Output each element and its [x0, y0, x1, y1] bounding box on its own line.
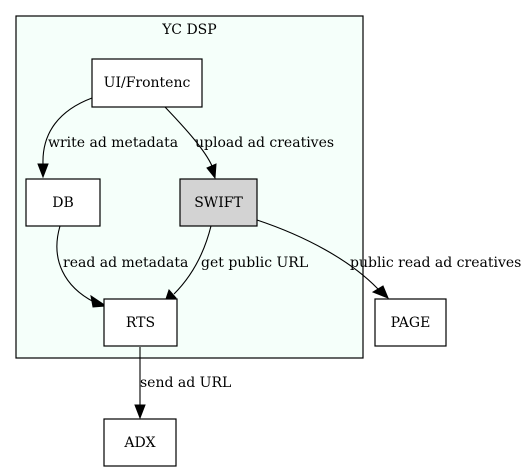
node-label-page: PAGE	[391, 315, 431, 331]
node-label-swift: SWIFT	[194, 195, 243, 211]
arrowhead-ui-db	[37, 163, 49, 179]
arrowhead-db-rts	[90, 294, 108, 308]
edge-label-send-ad-url: send ad URL	[140, 375, 231, 391]
node-db: DB	[25, 178, 101, 227]
cluster-label: YC DSP	[161, 22, 216, 38]
node-label-rts: RTS	[126, 315, 155, 331]
node-label-ui-frontend: UI/Frontenc	[104, 75, 191, 91]
arrowhead-rts-adx	[134, 404, 146, 420]
node-page: PAGE	[374, 298, 447, 347]
arrowhead-swift-page	[371, 285, 389, 299]
edge-line-ui-db	[42, 97, 93, 165]
edges: write ad metadata upload ad creatives re…	[37, 97, 521, 420]
node-box-adx	[103, 418, 177, 467]
node-box-swift	[179, 178, 258, 227]
edge-label-get-public-url: get public URL	[201, 255, 308, 271]
edge-swift-to-page: public read ad creatives	[256, 219, 521, 299]
arrowhead-ui-swift	[206, 163, 217, 180]
edge-label-read-ad-metadata: read ad metadata	[63, 255, 188, 271]
edge-ui-to-db: write ad metadata	[37, 97, 178, 179]
node-rts: RTS	[103, 298, 178, 347]
node-box-rts	[103, 298, 178, 347]
edge-label-public-read-ad-creatives: public read ad creatives	[350, 255, 521, 271]
node-ui-frontend: UI/Frontenc	[91, 58, 203, 108]
node-box-page	[374, 298, 447, 347]
edge-db-to-rts: read ad metadata	[56, 225, 188, 308]
edge-rts-to-adx: send ad URL	[134, 347, 231, 420]
edge-label-upload-ad-creatives: upload ad creatives	[195, 135, 334, 151]
edge-line-ui-swift	[164, 106, 213, 167]
edge-label-write-ad-metadata: write ad metadata	[48, 135, 178, 151]
node-label-adx: ADX	[123, 435, 155, 451]
node-box-db	[25, 178, 101, 227]
node-swift: SWIFT	[179, 178, 258, 227]
nodes: UI/Frontenc DB SWIFT RTS PAGE ADX	[25, 58, 447, 467]
edge-line-db-rts	[56, 225, 95, 303]
node-label-db: DB	[52, 195, 74, 211]
edge-line-swift-page	[256, 219, 379, 290]
node-box-ui-frontend	[91, 58, 203, 108]
node-adx: ADX	[103, 418, 177, 467]
edge-ui-to-swift: upload ad creatives	[164, 106, 334, 180]
edge-line-swift-rts	[173, 225, 212, 295]
